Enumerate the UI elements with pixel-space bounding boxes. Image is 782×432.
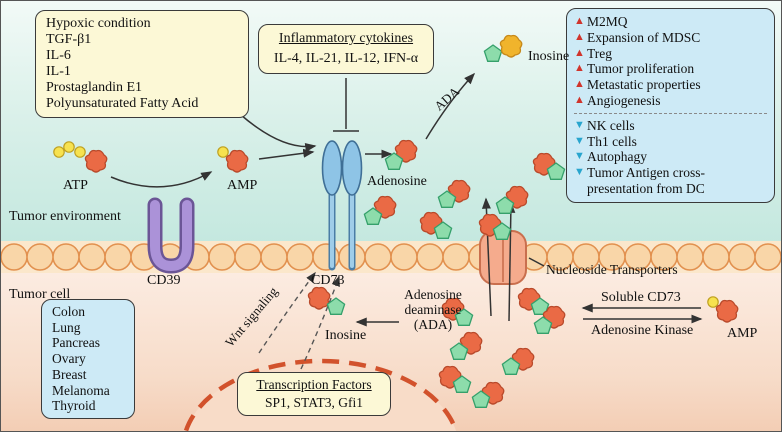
effect-item: ▲Angiogenesis: [574, 93, 767, 109]
down-arrow-icon: ▼: [574, 118, 585, 131]
cd39-label: CD39: [147, 273, 181, 288]
effect-item: ▲Metastatic properties: [574, 77, 767, 93]
cytokines-title: Inflammatory cytokines: [278, 31, 414, 46]
effect-label: Expansion of MDSC: [587, 29, 701, 45]
up-arrow-icon: ▲: [574, 93, 585, 106]
effect-label: Tumor Antigen cross-presentation from DC: [587, 165, 706, 196]
adenosine-kinase-label: Adenosine Kinase: [591, 323, 694, 338]
amp-right-label: AMP: [727, 326, 758, 341]
amp-label: AMP: [227, 178, 258, 193]
stimuli-line: IL-1: [46, 64, 71, 79]
tumor-environment-label: Tumor environment: [9, 209, 121, 224]
cd39-protein: [147, 197, 195, 274]
effect-item: ▼NK cells: [574, 118, 767, 134]
up-arrow-icon: ▲: [574, 78, 585, 91]
tumor-type: Lung: [52, 319, 81, 335]
inosine-bottom-label: Inosine: [325, 328, 367, 343]
effect-label: Autophagy: [587, 149, 647, 165]
up-arrow-icon: ▲: [574, 46, 585, 59]
tumor-type: Pancreas: [52, 335, 100, 351]
effect-item: ▼Th1 cells: [574, 134, 767, 150]
effects-box: ▲M2MQ ▲Expansion of MDSC ▲Treg ▲Tumor pr…: [566, 8, 775, 203]
nucleoside-transporters-label: Nucleoside Transporters: [546, 262, 678, 277]
adenosine-deaminase-label: Adenosine deaminase (ADA): [404, 287, 462, 332]
arrow-amp-to-cd73: [258, 148, 315, 160]
arrow-atp-to-amp: [110, 171, 213, 188]
stimuli-line: TGF-β1: [46, 32, 92, 47]
transcription-factors-line: SP1, STAT3, Gfi1: [265, 395, 363, 410]
effect-label: NK cells: [587, 117, 635, 133]
stimuli-box: Hypoxic condition TGF-β1 IL-6 IL-1 Prost…: [35, 10, 249, 118]
up-arrow-icon: ▲: [574, 15, 585, 27]
tumor-type: Colon: [52, 304, 86, 319]
arrow-wnt-to-cd73: [258, 271, 316, 354]
stimuli-line: Polyunsaturated Fatty Acid: [46, 96, 199, 111]
effect-item: ▲Expansion of MDSC: [574, 30, 767, 46]
down-arrow-icon: ▼: [574, 166, 585, 179]
effect-item: ▼Tumor Antigen cross-presentation from D…: [574, 165, 767, 197]
stimuli-line: IL-6: [46, 48, 71, 63]
up-arrow-icon: ▲: [574, 62, 585, 75]
nucleoside-transporter: [479, 230, 527, 285]
effect-item: ▲Treg: [574, 46, 767, 62]
up-arrow-icon: ▲: [574, 30, 585, 43]
tumor-type: Thyroid: [52, 398, 96, 414]
effect-label: Metastatic properties: [587, 77, 701, 93]
reaction-arrows: [110, 72, 703, 370]
tumor-type: Melanoma: [52, 382, 110, 398]
effect-item: ▲Tumor proliferation: [574, 61, 767, 77]
tumor-type: Ovary: [52, 351, 86, 367]
stimuli-line: Prostaglandin E1: [46, 80, 143, 95]
cd73-label: CD73: [311, 273, 345, 288]
atp-label: ATP: [63, 178, 88, 193]
adenosine-label: Adenosine: [367, 174, 427, 189]
tumor-cell-label: Tumor cell: [9, 287, 71, 302]
effect-item: ▲M2MQ: [574, 14, 767, 30]
stimuli-line: Hypoxic condition: [46, 16, 151, 31]
transcription-factors-title: Transcription Factors: [256, 377, 372, 392]
effect-label: Treg: [587, 45, 613, 61]
cell-membrane: [1, 241, 781, 273]
cytokines-box: Inflammatory cytokines IL-4, IL-21, IL-1…: [258, 24, 434, 74]
effect-item: ▼Autophagy: [574, 149, 767, 165]
effect-label: Th1 cells: [587, 133, 637, 149]
arrow-stimuli-to-cd73: [240, 114, 317, 152]
soluble-cd73-label: Soluble CD73: [601, 290, 681, 305]
arrow-transport-up-2: [506, 201, 516, 322]
down-arrow-icon: ▼: [574, 134, 585, 147]
transporter-pointer-line: [528, 257, 545, 267]
tumor-types-box: Colon Lung Pancreas Ovary Breast Melanom…: [41, 299, 135, 419]
effect-label: M2MQ: [587, 14, 628, 29]
arrow-ada-to-inosine: [425, 72, 476, 140]
effect-label: Tumor proliferation: [587, 61, 695, 77]
effects-divider: [574, 112, 767, 114]
down-arrow-icon: ▼: [574, 150, 585, 163]
effect-label: Angiogenesis: [587, 92, 661, 108]
arrow-tf-to-cd73: [300, 275, 340, 370]
cytokines-line: IL-4, IL-21, IL-12, IFN-α: [273, 51, 419, 66]
transcription-factors-box: Transcription Factors SP1, STAT3, Gfi1: [237, 372, 391, 416]
inosine-top-label: Inosine: [528, 49, 570, 64]
tumor-type: Breast: [52, 366, 87, 382]
cd73-protein: [321, 140, 363, 271]
